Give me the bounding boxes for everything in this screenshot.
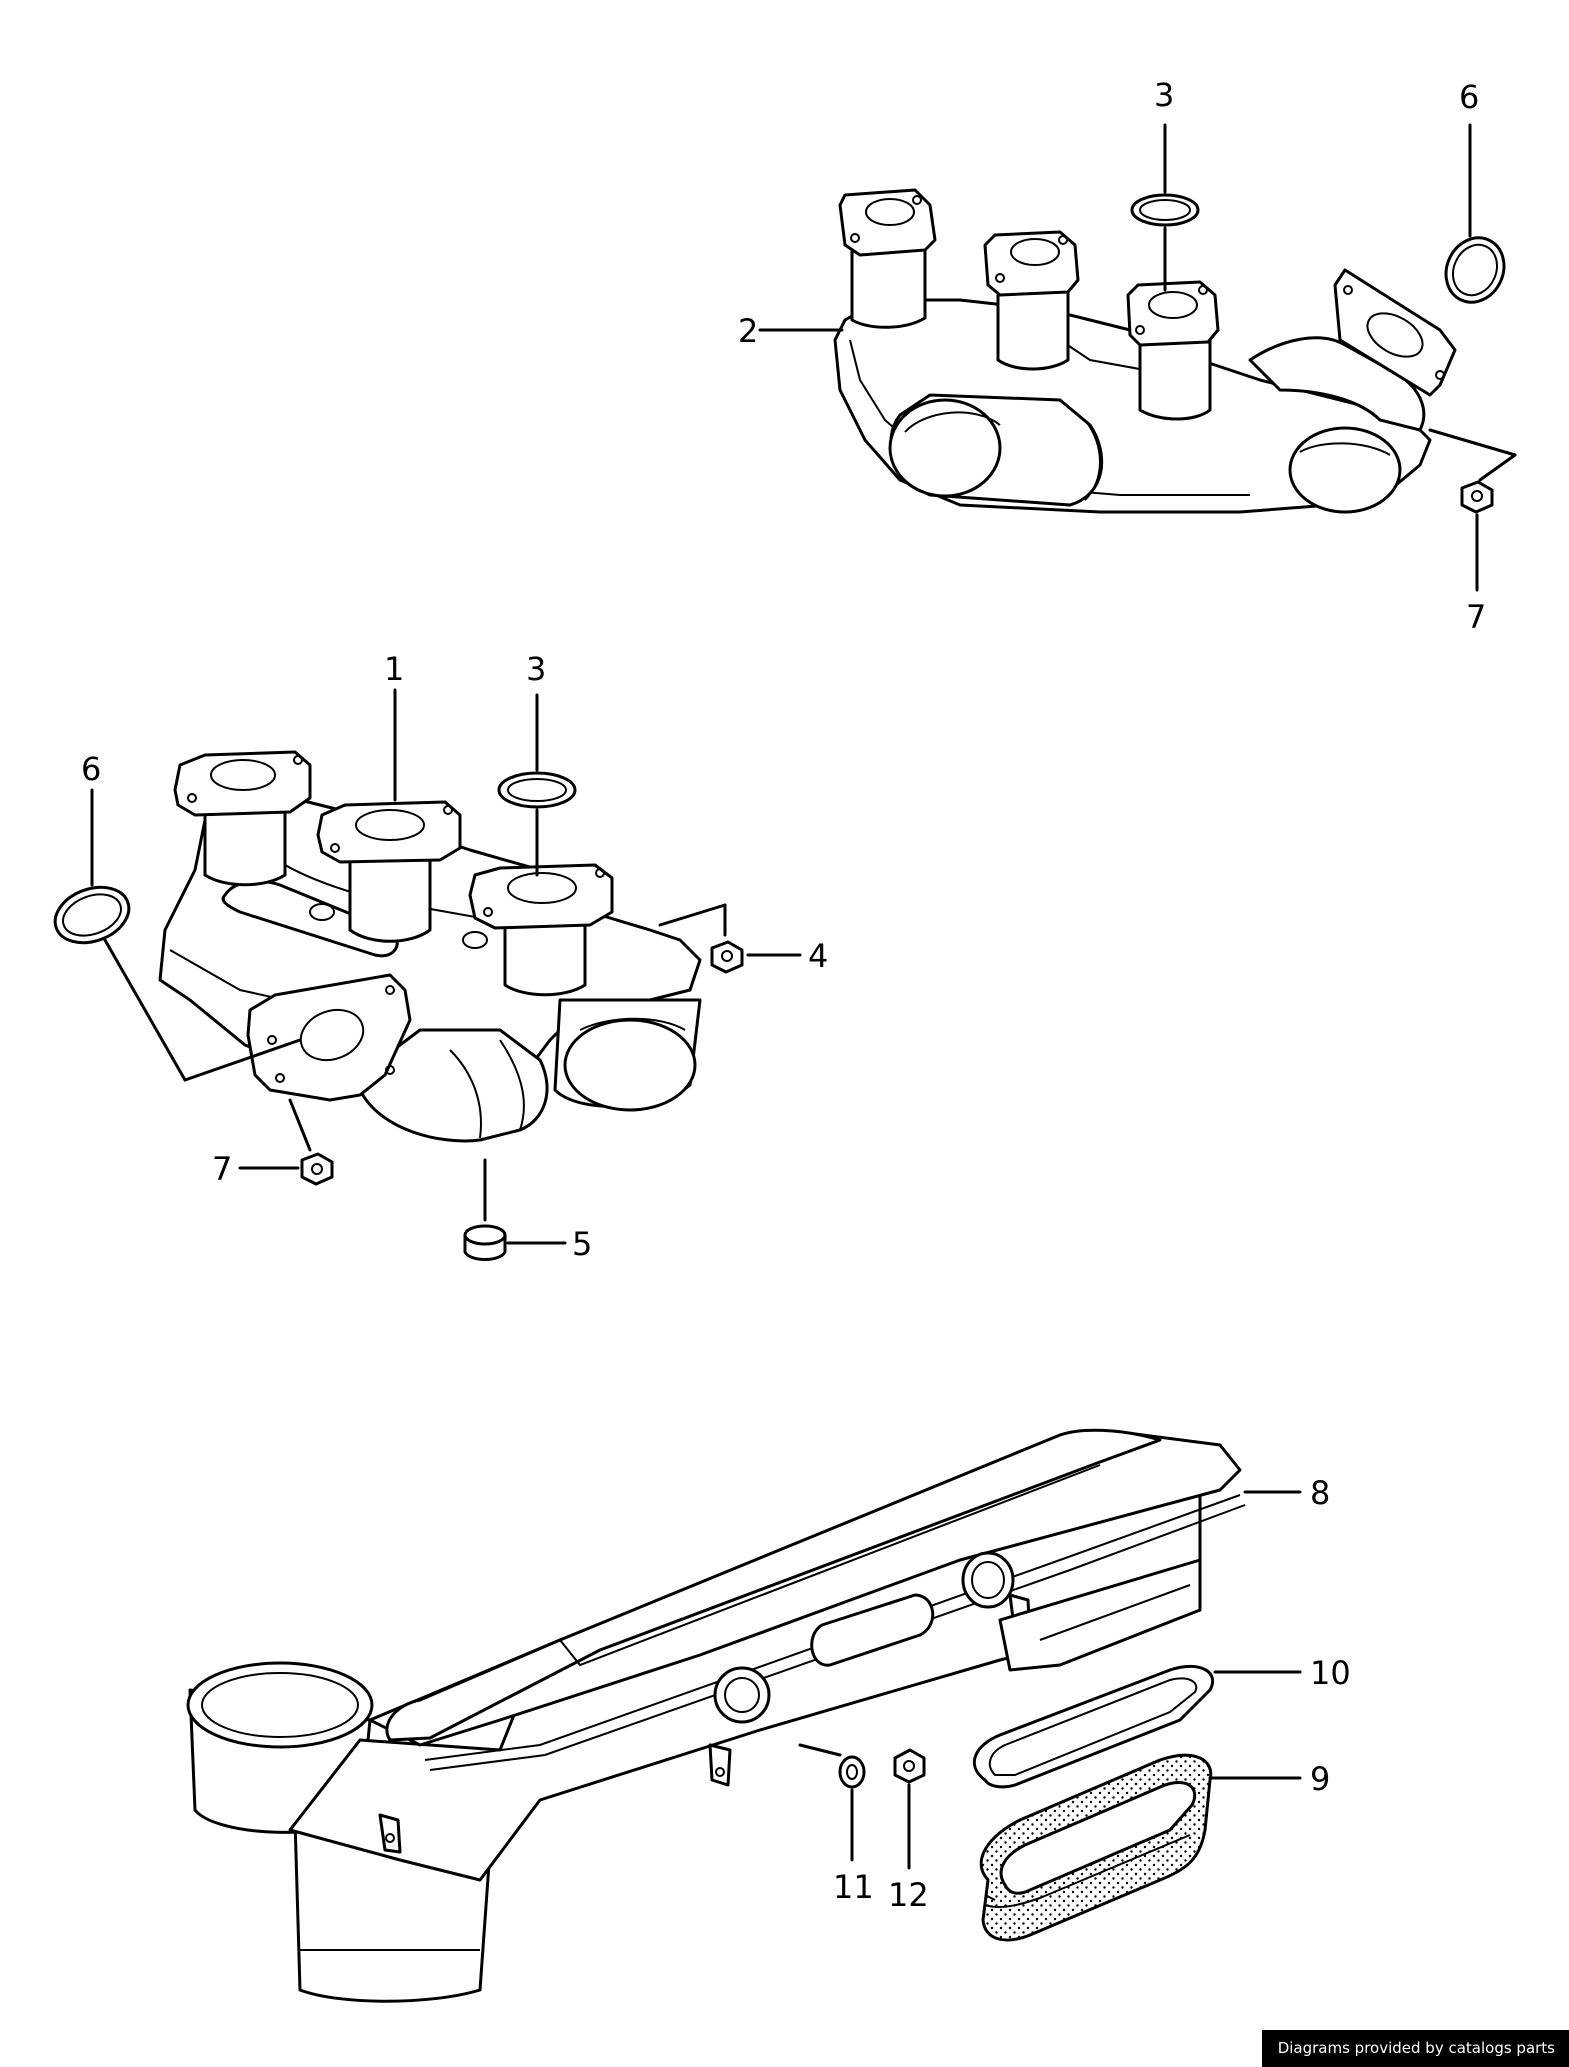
gasket-6-left [53,885,131,945]
nut-7-middle [300,1152,334,1186]
callout-11: 11 [833,1868,874,1906]
callout-7-top: 7 [1466,598,1486,636]
manifold-left [158,750,702,1143]
air-duct [186,1428,1246,2003]
filter-9 [979,1753,1213,1942]
gasket-6-right [1444,236,1506,304]
callout-6-right: 6 [1459,78,1479,116]
callout-5: 5 [572,1225,592,1263]
washer-11 [838,1755,866,1789]
callout-7-middle: 7 [212,1150,232,1188]
diagram-credit: Diagrams provided by catalogs parts [1261,2030,1569,2067]
nut-7-top [1460,480,1494,514]
nut-4 [710,940,744,974]
callout-9: 9 [1310,1760,1330,1798]
callout-3-middle: 3 [526,650,546,688]
callout-2: 2 [738,312,758,350]
manifold-right [833,188,1457,514]
callout-10: 10 [1310,1654,1351,1692]
callout-4: 4 [808,937,828,975]
callout-12: 12 [888,1876,929,1914]
callout-3-top: 3 [1154,76,1174,114]
callout-8: 8 [1310,1474,1330,1512]
callout-1: 1 [384,650,404,688]
seal-10 [972,1664,1214,1789]
nut-12 [893,1748,926,1784]
callout-6-left: 6 [81,750,101,788]
